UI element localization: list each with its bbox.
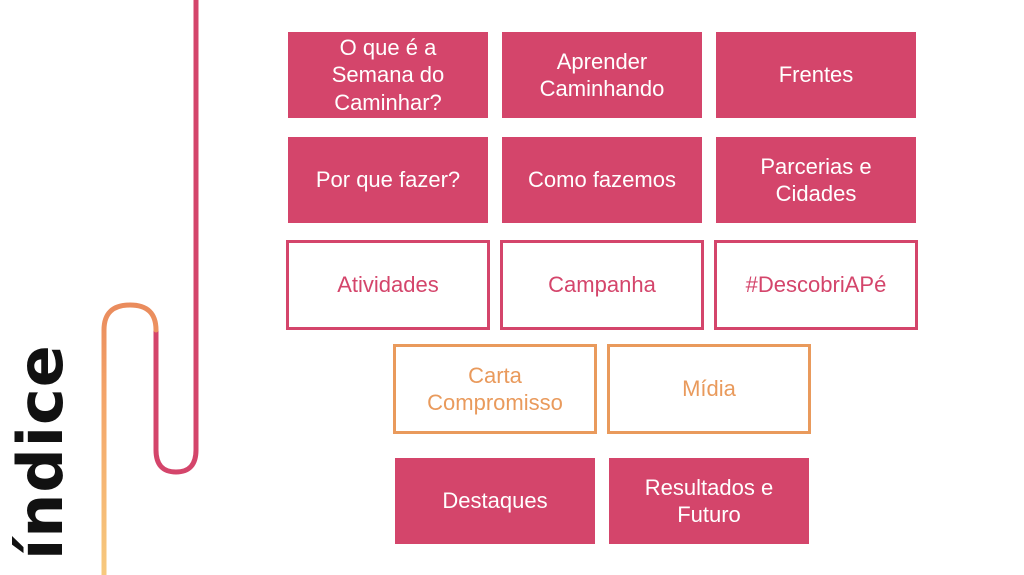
tile-atividades[interactable]: Atividades: [286, 240, 490, 330]
tile-destaques[interactable]: Destaques: [395, 458, 595, 544]
tile-carta-compromisso[interactable]: Carta Compromisso: [393, 344, 597, 434]
tile-por-que-fazer[interactable]: Por que fazer?: [288, 137, 488, 223]
tile-descobriape[interactable]: #DescobriAPé: [714, 240, 918, 330]
tile-midia[interactable]: Mídia: [607, 344, 811, 434]
tile-o-que-e[interactable]: O que é a Semana do Caminhar?: [288, 32, 488, 118]
tile-campanha[interactable]: Campanha: [500, 240, 704, 330]
tile-frentes[interactable]: Frentes: [716, 32, 916, 118]
tile-aprender-caminhando[interactable]: Aprender Caminhando: [502, 32, 702, 118]
tile-parcerias-cidades[interactable]: Parcerias e Cidades: [716, 137, 916, 223]
tile-como-fazemos[interactable]: Como fazemos: [502, 137, 702, 223]
page-title: índice: [4, 344, 77, 560]
tile-resultados-futuro[interactable]: Resultados e Futuro: [609, 458, 809, 544]
